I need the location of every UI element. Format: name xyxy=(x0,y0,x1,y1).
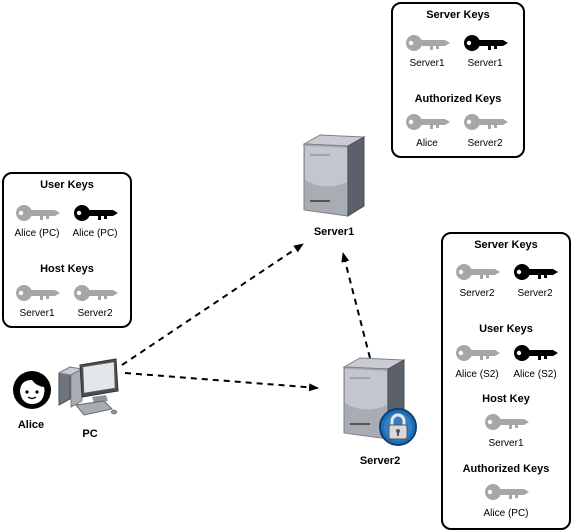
host-key-server1-label: Server1 xyxy=(19,308,55,319)
server2-public-key-icon xyxy=(455,262,501,282)
server2-authorized-key-alice-pc-label: Alice (PC) xyxy=(483,508,529,519)
host-key-server2-icon xyxy=(73,283,119,303)
pc-icon xyxy=(57,358,119,416)
alice-pc-private-key-icon xyxy=(73,203,119,223)
pc-host-keys-heading: Host Keys xyxy=(40,263,94,275)
alice-pc-public-key-label: Alice (PC) xyxy=(14,228,60,239)
server2-host-key-server1-icon xyxy=(484,412,530,432)
server1-key-panel xyxy=(391,2,525,158)
server2-authorized-key-alice-pc-icon xyxy=(484,482,530,502)
alice-avatar-icon xyxy=(13,371,51,409)
server1-server-keys-heading: Server Keys xyxy=(426,9,490,21)
pc-user-keys-heading: User Keys xyxy=(40,179,94,191)
arrow-server2-to-server1 xyxy=(341,252,371,359)
server2-user-keys-heading: User Keys xyxy=(479,323,533,335)
alice-pc-private-key-label: Alice (PC) xyxy=(72,228,118,239)
server1-icon xyxy=(302,134,366,217)
alice-label: Alice xyxy=(17,419,45,431)
alice-s2-public-key-label: Alice (S2) xyxy=(455,369,499,380)
lock-badge-icon xyxy=(379,408,417,446)
alice-pc-public-key-icon xyxy=(15,203,61,223)
server1-server-key-label: Server1 xyxy=(409,58,445,69)
server1-private-key-label: Server1 xyxy=(467,58,503,69)
arrow-pc-to-server2 xyxy=(124,372,319,392)
server2-host-key-heading: Host Key xyxy=(482,393,530,405)
server2-private-key-label: Server2 xyxy=(517,288,553,299)
server1-private-key-icon xyxy=(463,33,509,53)
alice-s2-public-key-icon xyxy=(455,343,501,363)
authorized-key-alice-label: Alice xyxy=(416,138,438,149)
host-key-server1-icon xyxy=(15,283,61,303)
server2-public-key-label: Server2 xyxy=(459,288,495,299)
alice-s2-private-key-icon xyxy=(513,343,559,363)
server2-authorized-keys-heading: Authorized Keys xyxy=(462,463,550,475)
authorized-key-server2-icon xyxy=(463,112,509,132)
authorized-key-server2-label: Server2 xyxy=(467,138,503,149)
arrow-pc-to-server1 xyxy=(121,243,304,366)
server2-host-key-server1-label: Server1 xyxy=(488,438,524,449)
server1-authorized-keys-heading: Authorized Keys xyxy=(414,93,502,105)
pc-key-panel xyxy=(2,172,132,328)
host-key-server2-label: Server2 xyxy=(77,308,113,319)
server2-key-panel xyxy=(441,232,571,530)
server2-server-keys-heading: Server Keys xyxy=(474,239,538,251)
server1-public-key-icon xyxy=(405,33,451,53)
server2-label: Server2 xyxy=(359,455,401,467)
server1-label: Server1 xyxy=(313,226,355,238)
authorized-key-alice-icon xyxy=(405,112,451,132)
server2-private-key-icon xyxy=(513,262,559,282)
pc-label: PC xyxy=(82,428,98,440)
alice-s2-private-key-label: Alice (S2) xyxy=(513,369,557,380)
